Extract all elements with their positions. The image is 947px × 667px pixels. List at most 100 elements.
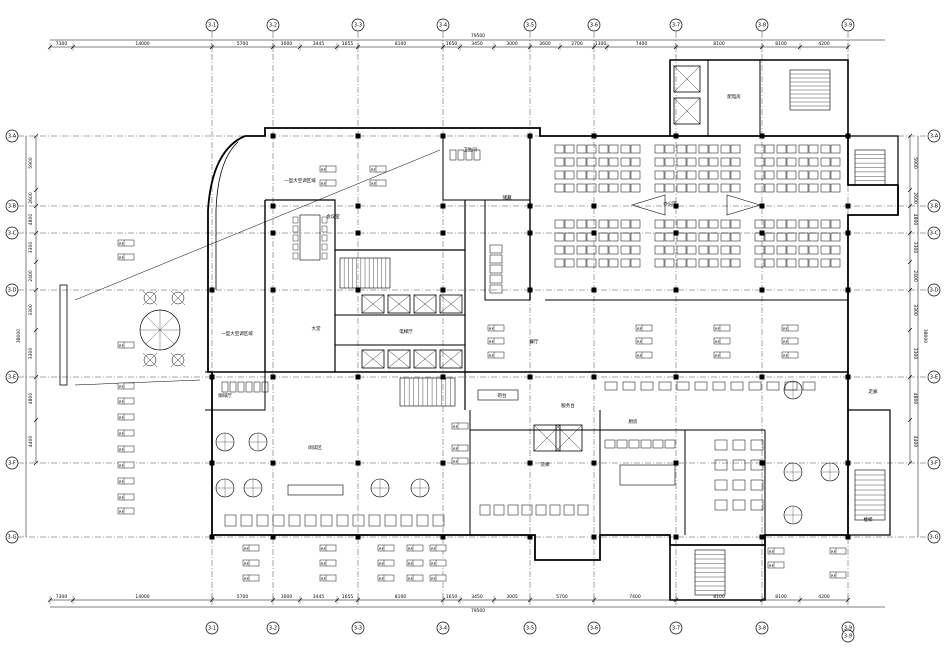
axis-bubble-col — [523, 18, 537, 32]
workstation-desk — [776, 144, 787, 154]
tag-box — [117, 507, 135, 515]
outdoor-table — [143, 353, 157, 367]
workstation-desk — [686, 144, 697, 154]
tag-code: RF — [453, 459, 458, 464]
equipment-tags: RFRFRFRFRFRFRFRFRFRFRFRFRFRFRFRFRFRFRFRF… — [117, 165, 847, 582]
curved-facade — [207, 135, 246, 290]
interior-wall — [205, 371, 266, 411]
tag-code: RF — [119, 431, 124, 436]
tag-box — [117, 477, 135, 485]
elevator-cross — [413, 349, 437, 369]
structural-column — [845, 534, 851, 540]
dining-table — [640, 381, 654, 391]
axis-bubble-row — [927, 456, 941, 470]
outdoor-table — [171, 291, 185, 305]
structural-column — [440, 534, 446, 540]
workstation-desk — [708, 144, 719, 154]
tag-box — [377, 559, 395, 567]
workstation-desk — [698, 157, 709, 167]
axis-bubble-row — [5, 129, 19, 143]
tag-box — [635, 337, 653, 345]
workstation-desk — [654, 258, 665, 268]
workstation-desk — [776, 219, 787, 229]
workstation-desk — [620, 183, 631, 193]
tag-box — [429, 559, 447, 567]
tag-box — [319, 574, 337, 582]
workstation-desk — [664, 170, 675, 180]
tag-code: RF — [244, 561, 249, 566]
entrance-canopy — [59, 284, 68, 386]
structural-column — [759, 460, 765, 466]
workstation-desk — [576, 170, 587, 180]
workstation-desk — [564, 219, 575, 229]
axis-bubble-col — [587, 18, 601, 32]
elevator-cross — [673, 97, 701, 125]
tag-box — [767, 561, 785, 569]
workstation-desk — [830, 170, 841, 180]
structural-column — [591, 287, 597, 293]
workstation-desk — [830, 183, 841, 193]
workstation-desk — [630, 258, 641, 268]
workstation-desk — [786, 258, 797, 268]
tag-box — [117, 239, 135, 247]
overall-dim-right: 38000 — [922, 329, 928, 343]
room-label-stair: 楼梯 — [864, 516, 873, 523]
structural-column — [440, 460, 446, 466]
tag-box — [713, 351, 731, 359]
kitchen-equipment — [535, 504, 547, 516]
dim-value: 7400 — [636, 41, 648, 47]
overall-dimensions: 79500 79500 38000 38000 — [16, 33, 928, 614]
lounge-seat — [352, 514, 365, 527]
elevator-car — [439, 349, 463, 369]
workstation-desk — [554, 170, 565, 180]
tag-box — [319, 165, 337, 173]
tag-box — [713, 337, 731, 345]
workstation-desk — [554, 258, 565, 268]
workstation-desk — [776, 232, 787, 242]
axis-bubble-col — [587, 621, 601, 635]
dining-table — [622, 381, 636, 391]
tag-box — [451, 422, 469, 430]
workstation-desk — [808, 232, 819, 242]
structural-column — [673, 374, 679, 380]
tag-code: RF — [119, 384, 124, 389]
toilet-stall — [457, 149, 465, 161]
dining-table — [712, 381, 726, 391]
conference-table — [299, 214, 321, 261]
structural-column — [591, 534, 597, 540]
structural-column — [355, 203, 361, 209]
workstation-desk — [576, 232, 587, 242]
structural-column — [270, 203, 276, 209]
workstation-desk — [808, 258, 819, 268]
axis-label-col: 3-3 — [354, 23, 362, 29]
workstation-desk — [554, 245, 565, 255]
elevator-cross — [673, 65, 701, 93]
workstation-desk — [598, 232, 609, 242]
workstation-desk — [630, 157, 641, 167]
dim-value: 1650 — [446, 594, 458, 600]
tag-box — [117, 253, 135, 261]
dim-value: 4800 — [912, 393, 918, 405]
sofa-seat — [237, 381, 245, 393]
workstation-desk — [620, 245, 631, 255]
lounge-seat — [240, 514, 253, 527]
workstation-desk — [820, 183, 831, 193]
outdoor-chairs — [142, 352, 158, 368]
outdoor-table — [143, 291, 157, 305]
tag-code: RF — [783, 353, 788, 358]
room-label-lift: 货梯 — [541, 461, 550, 468]
axis-label-row: 3-E — [930, 375, 938, 381]
workstation-desk — [586, 245, 597, 255]
lounge-seat — [432, 514, 445, 527]
axis-label-row: 3-D — [8, 288, 17, 294]
workstation-desk — [776, 157, 787, 167]
dim-value: 3005 — [506, 594, 518, 600]
workstation-desk — [664, 219, 675, 229]
dim-value: 7400 — [629, 594, 641, 600]
chair — [292, 234, 299, 242]
room-label-restaurant: 餐厅 — [530, 338, 539, 345]
workstation-desk — [554, 144, 565, 154]
dining-table — [748, 381, 762, 391]
workstation-desk — [598, 258, 609, 268]
workstation-desk — [730, 258, 741, 268]
